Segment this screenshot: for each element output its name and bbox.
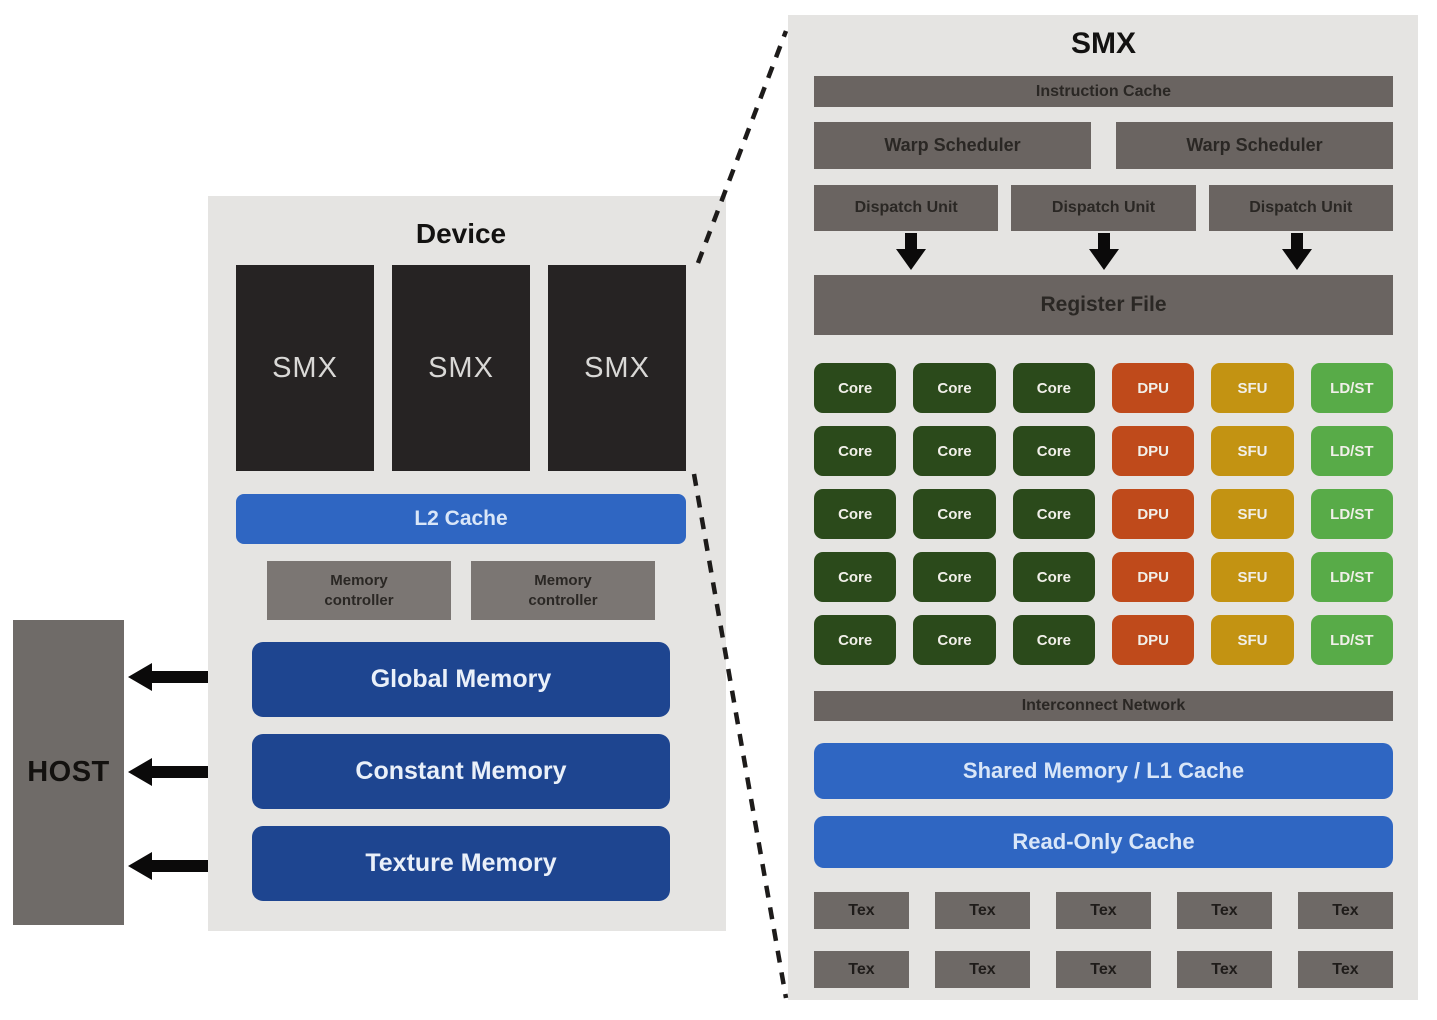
register-file-bar: Register File [814, 275, 1393, 335]
core-cell: Core [913, 552, 996, 602]
texture-memory-box: Texture Memory [252, 826, 670, 901]
memory-controller-line1: Memory [534, 571, 592, 589]
tex-unit: Tex [1177, 892, 1272, 929]
core-cell: Core [1012, 426, 1095, 476]
interconnect-network-bar: Interconnect Network [814, 691, 1393, 721]
core-cell: Core [913, 363, 996, 413]
core-cell: Core [1012, 489, 1095, 539]
dispatch-unit-3: Dispatch Unit [1208, 185, 1393, 231]
sfu-cell: SFU [1211, 552, 1294, 602]
tex-unit: Tex [1056, 951, 1151, 988]
core-cell: Core [1012, 552, 1095, 602]
core-cell: Core [814, 363, 897, 413]
down-arrow-icon [1088, 233, 1119, 270]
double-arrow-icon [128, 758, 254, 786]
tex-unit: Tex [1177, 951, 1272, 988]
tex-unit: Tex [814, 951, 909, 988]
ldst-cell: LD/ST [1310, 363, 1393, 413]
sfu-cell: SFU [1211, 489, 1294, 539]
down-arrow-icon [895, 233, 926, 270]
ldst-cell: LD/ST [1310, 426, 1393, 476]
warp-schedulers-row: Warp Scheduler Warp Scheduler [814, 122, 1393, 169]
down-arrow-icon [1281, 233, 1312, 270]
ldst-cell: LD/ST [1310, 489, 1393, 539]
smx-block-3: SMX [548, 265, 686, 471]
host-box: HOST [13, 620, 124, 925]
constant-memory-box: Constant Memory [252, 734, 670, 809]
tex-unit: Tex [1056, 892, 1151, 929]
warp-scheduler-1: Warp Scheduler [814, 122, 1091, 169]
smx-panel-title: SMX [1070, 27, 1136, 60]
core-cell: Core [1012, 363, 1095, 413]
dispatch-arrow-cell [814, 231, 1007, 273]
dispatch-arrow-cell [1007, 231, 1200, 273]
smx-block-1: SMX [236, 265, 374, 471]
sfu-cell: SFU [1211, 615, 1294, 665]
memory-controller-line2: controller [528, 591, 598, 609]
core-cell: Core [1012, 615, 1095, 665]
dispatch-unit-2: Dispatch Unit [1011, 185, 1196, 231]
warp-scheduler-2: Warp Scheduler [1116, 122, 1393, 169]
core-cell: Core [913, 426, 996, 476]
core-cell: Core [814, 489, 897, 539]
tex-unit: Tex [935, 951, 1030, 988]
dispatch-arrow-cell [1200, 231, 1393, 273]
tex-unit: Tex [814, 892, 909, 929]
core-cell: Core [814, 552, 897, 602]
global-memory-box: Global Memory [252, 642, 670, 717]
dispatch-arrows-row [814, 231, 1393, 273]
ldst-cell: LD/ST [1310, 615, 1393, 665]
instruction-cache-bar: Instruction Cache [814, 76, 1393, 107]
dispatch-units-row: Dispatch Unit Dispatch Unit Dispatch Unit [814, 185, 1393, 231]
dpu-cell: DPU [1112, 363, 1195, 413]
shared-memory-l1-cache-bar: Shared Memory / L1 Cache [814, 743, 1393, 799]
memory-controllers-row: Memory controller Memory controller [236, 561, 686, 620]
dpu-cell: DPU [1112, 489, 1195, 539]
double-arrow-icon [128, 663, 254, 691]
memory-controller-2: Memory controller [471, 561, 655, 620]
smx-block-2: SMX [392, 265, 530, 471]
core-cell: Core [814, 615, 897, 665]
dpu-cell: DPU [1112, 426, 1195, 476]
memory-controller-line1: Memory [330, 571, 388, 589]
tex-unit: Tex [1298, 951, 1393, 988]
l2-cache-bar: L2 Cache [236, 494, 686, 544]
sfu-cell: SFU [1211, 426, 1294, 476]
host-label: HOST [27, 756, 110, 788]
dpu-cell: DPU [1112, 615, 1195, 665]
core-cell: Core [913, 615, 996, 665]
core-cell: Core [814, 426, 897, 476]
read-only-cache-bar: Read-Only Cache [814, 816, 1393, 868]
tex-unit: Tex [1298, 892, 1393, 929]
tex-unit: Tex [935, 892, 1030, 929]
dpu-cell: DPU [1112, 552, 1195, 602]
sfu-cell: SFU [1211, 363, 1294, 413]
double-arrow-icon [128, 852, 254, 880]
ldst-cell: LD/ST [1310, 552, 1393, 602]
dispatch-unit-1: Dispatch Unit [814, 185, 999, 231]
core-cell: Core [913, 489, 996, 539]
memory-controller-line2: controller [324, 591, 394, 609]
memory-controller-1: Memory controller [267, 561, 451, 620]
device-title: Device [415, 218, 507, 249]
